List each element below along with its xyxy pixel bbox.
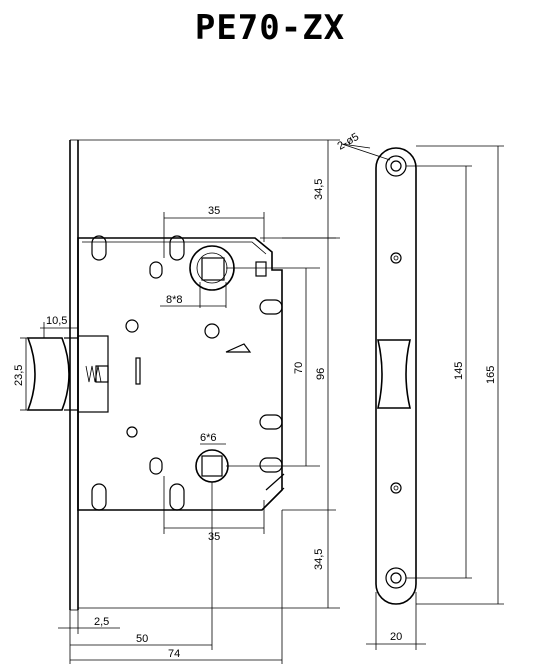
dim-34-5-bottom: 34,5 bbox=[313, 549, 325, 570]
dim-2-5: 2,5 bbox=[94, 616, 109, 628]
faceplate-front bbox=[375, 147, 417, 605]
case-hole bbox=[125, 319, 139, 333]
dim-50: 50 bbox=[136, 633, 148, 645]
faceplate-side bbox=[69, 139, 79, 611]
dim-74: 74 bbox=[168, 648, 180, 660]
case-slot bbox=[135, 357, 141, 385]
dim-10-5: 10,5 bbox=[46, 315, 67, 327]
case-hole bbox=[204, 323, 220, 339]
dim-8x8: 8*8 bbox=[166, 294, 183, 306]
latch-bolt bbox=[26, 335, 109, 413]
follower-bottom bbox=[195, 443, 229, 483]
lock-case bbox=[77, 235, 285, 511]
dim-35-bottom: 35 bbox=[208, 531, 220, 543]
dim-70: 70 bbox=[293, 362, 305, 374]
dim-35-top: 35 bbox=[208, 205, 220, 217]
dim-96: 96 bbox=[315, 368, 327, 380]
follower-top bbox=[160, 245, 235, 308]
dim-20: 20 bbox=[390, 631, 402, 643]
drawing-title: PE70-ZX bbox=[194, 8, 346, 48]
dim-34-5-top: 34,5 bbox=[313, 179, 325, 200]
lever bbox=[225, 343, 252, 353]
dim-23-5: 23,5 bbox=[13, 365, 25, 386]
dimension-lines bbox=[20, 139, 504, 664]
case-hole bbox=[126, 426, 138, 438]
dim-165: 165 bbox=[485, 366, 497, 384]
dim-6x6: 6*6 bbox=[200, 432, 217, 444]
dim-145: 145 bbox=[453, 362, 465, 380]
